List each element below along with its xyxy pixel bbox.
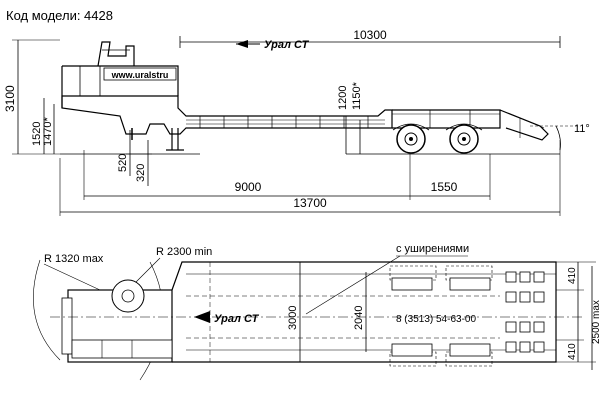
dim-side-ext-bottom: 410 — [567, 343, 578, 360]
brand-logo-top: Урал СТ — [236, 39, 310, 51]
brand-name-top: Урал СТ — [264, 39, 310, 51]
ramp-angle: 11° — [574, 123, 590, 135]
brand-name-bottom: Урал СТ — [214, 313, 260, 325]
wheel-rear — [449, 124, 479, 154]
dim-axle-rear: 1550 — [431, 180, 458, 194]
brand-logo-bottom: Урал СТ — [194, 311, 260, 325]
dim-to-axles: 9000 — [235, 180, 262, 194]
side-view: 10300 Урал СТ 3100 1520 1470* www.uralst… — [3, 28, 590, 216]
dim-coupling-height-loaded: 1470* — [42, 117, 54, 146]
dim-total-length: 13700 — [293, 196, 327, 210]
dim-track-width: 2040 — [353, 306, 365, 330]
dim-side-ext-top: 410 — [567, 267, 578, 284]
top-view: R 1320 max R 2300 min Урал СТ 3000 — [33, 243, 600, 381]
dim-height-total: 3100 — [3, 85, 17, 112]
dim-platform-length: 10300 — [353, 28, 387, 42]
phone-number: 8 (3513) 54-63-00 — [396, 314, 476, 325]
note-widenings: с уширениями — [396, 243, 469, 255]
dim-coupling-height: 1520 — [31, 122, 43, 146]
wheel-front — [396, 124, 426, 154]
turn-radius-front: R 1320 max — [44, 253, 104, 265]
dim-deck-height: 1200 — [337, 86, 349, 110]
dim-deck-width: 3000 — [287, 306, 299, 330]
dim-total-width: 2500 max — [591, 300, 600, 344]
dim-kingpin-320: 320 — [135, 164, 147, 182]
model-code: Код модели: 4428 — [6, 8, 113, 23]
dim-deck-height-loaded: 1150* — [351, 81, 363, 110]
turn-radius-rear: R 2300 min — [156, 246, 212, 258]
dim-kingpin-520: 520 — [117, 154, 129, 172]
website-label: www.uralstru — [111, 70, 169, 80]
